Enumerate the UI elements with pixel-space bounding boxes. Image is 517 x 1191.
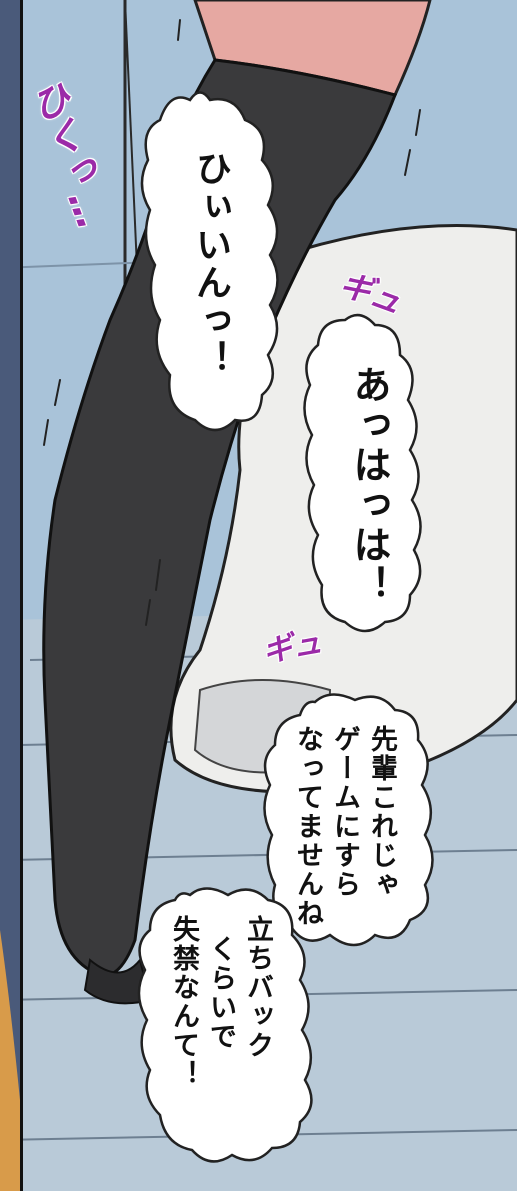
bubble-1-text: ひぃいんっ！	[190, 150, 231, 378]
speech-bubble-1	[140, 91, 279, 432]
speech-bubble-2	[303, 313, 422, 633]
speech-bubble-4	[137, 887, 313, 1163]
bubble-3-line-1: 先輩これじゃ	[366, 725, 397, 899]
bubble-4-line-1: 立ちバック	[242, 915, 273, 1060]
bubble-4-line-2: くらいで	[205, 935, 236, 1051]
stocking-leg	[42, 58, 398, 978]
tremble-marks	[43, 19, 421, 626]
bubble-3-line-3: なってませんね	[292, 725, 323, 928]
bubble-4-line-3: 失禁なんて！	[168, 915, 199, 1089]
bubble-3-line-2: ゲームにすら	[329, 725, 360, 899]
panel-border-left	[0, 0, 20, 1191]
bubble-2-text: あっはっは！	[347, 365, 391, 605]
hair-strand	[0, 930, 20, 1191]
speech-bubble-3	[263, 693, 434, 947]
